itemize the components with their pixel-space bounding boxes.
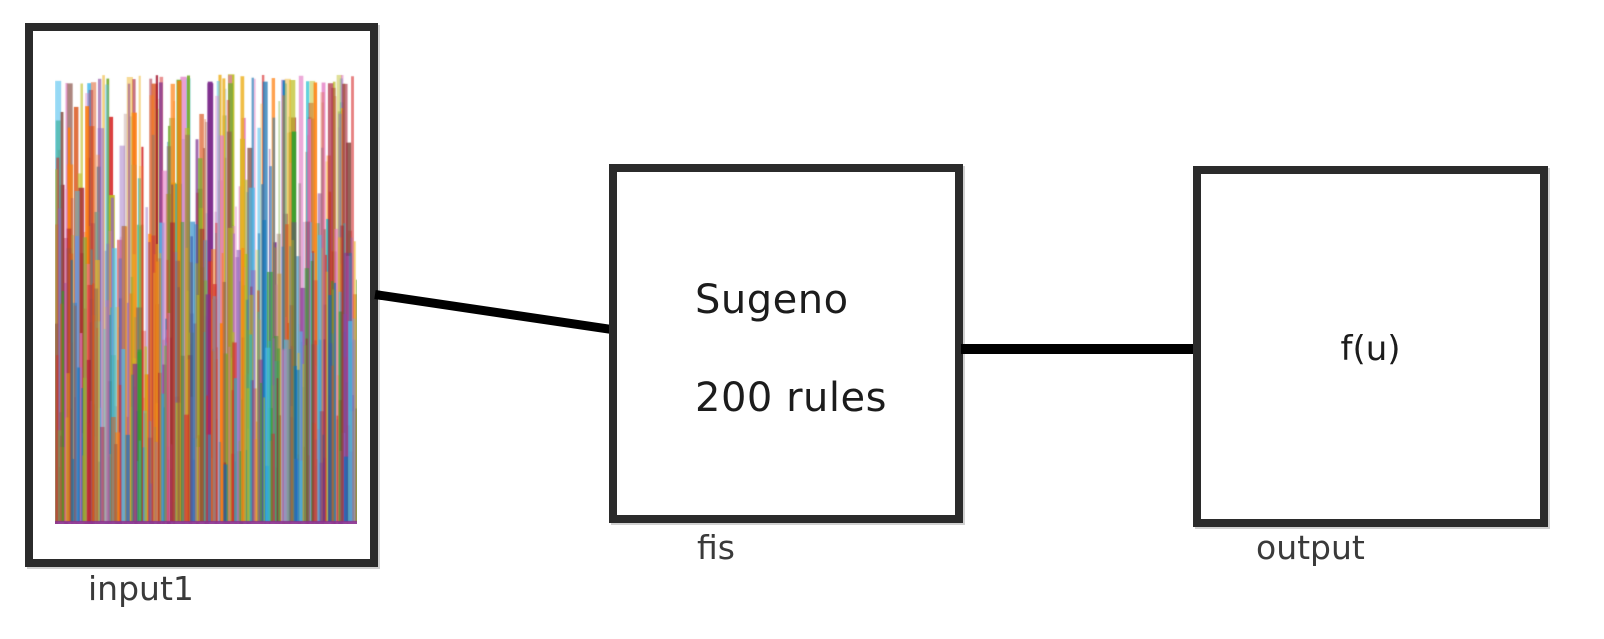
output-caption: output xyxy=(1256,528,1365,567)
fis-block[interactable]: Sugeno 200 rules xyxy=(609,164,963,523)
fis-caption: fis xyxy=(697,528,735,567)
connector-fis-to-output xyxy=(961,344,1197,354)
fis-type-label: Sugeno xyxy=(695,277,849,323)
fis-rule-count-label: 200 rules xyxy=(695,375,887,421)
input1-caption: input1 xyxy=(88,569,194,608)
output-expression-label: f(u) xyxy=(1340,329,1401,369)
membership-function-canvas xyxy=(55,72,357,524)
connector-input1-to-fis xyxy=(374,290,612,334)
output-block[interactable]: f(u) xyxy=(1193,166,1548,527)
membership-function-plot xyxy=(55,72,357,524)
input1-block[interactable] xyxy=(25,23,378,567)
